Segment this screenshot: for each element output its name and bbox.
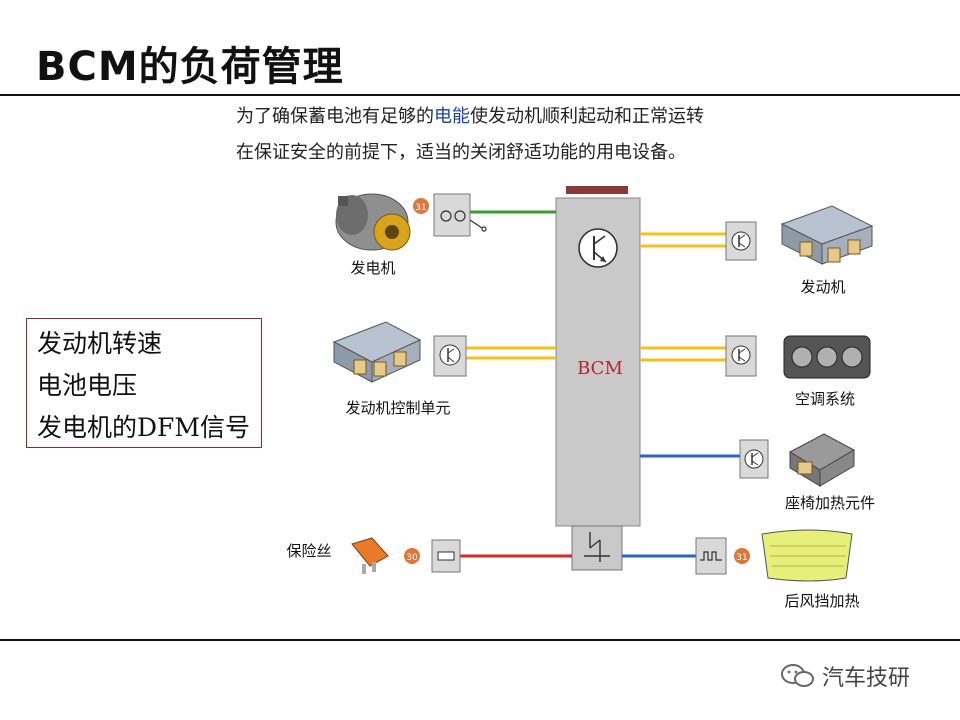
intro-line-2: 在保证安全的前提下，适当的关闭舒适功能的用电设备。: [236, 142, 686, 163]
generator-image: [335, 193, 411, 251]
svg-text:31: 31: [415, 203, 426, 213]
bcm-connector: [566, 186, 628, 194]
ac-control-panel-image: [783, 335, 871, 379]
relay-switch-icon: [584, 532, 610, 562]
input-battery-voltage: 电池电压: [37, 371, 138, 400]
bottom-rule: [0, 639, 960, 641]
bcm-transistor-icon: [578, 228, 618, 268]
slide-title: BCM的负荷管理: [36, 44, 344, 90]
seat-heater-module-image: [788, 433, 856, 487]
top-rule: [0, 94, 960, 96]
label-generator: 发电机: [350, 259, 395, 277]
wechat-icon: [781, 664, 814, 687]
fuse-image: [351, 537, 389, 574]
terminal-31-rear: 31: [734, 548, 750, 564]
engine-output-transistor-icon: [731, 231, 751, 251]
svg-text:30: 30: [406, 553, 418, 563]
input-signals-box: 发动机转速 电池电压 发电机的DFM信号: [26, 318, 262, 448]
fuse-symbol-icon: [437, 551, 455, 561]
intro-line-1: 为了确保蓄电池有足够的电能使发动机顺利起动和正常运转: [236, 106, 704, 127]
terminal-31-generator: 31: [413, 198, 429, 214]
label-rear-window-heater: 后风挡加热: [784, 592, 859, 610]
seat-heater-transistor-icon: [744, 449, 764, 469]
terminal-30: 30: [404, 548, 420, 564]
regulator-symbol-icon: [440, 210, 487, 232]
rear-window-image: [761, 529, 853, 582]
engine-ecu-image: [332, 321, 422, 383]
label-ac: 空调系统: [795, 390, 855, 408]
bcm-label: BCM: [577, 358, 623, 379]
label-engine-ecu: 发动机控制单元: [345, 399, 450, 417]
heater-element-icon: [700, 551, 722, 561]
engine-module-image: [780, 205, 874, 265]
label-engine: 发动机: [800, 278, 845, 296]
label-seat-heater: 座椅加热元件: [785, 494, 875, 512]
watermark-text: 汽车技研: [822, 666, 911, 691]
bcm-relay-box: [571, 525, 623, 571]
ecu-transistor-icon: [439, 344, 461, 366]
svg-text:31: 31: [736, 553, 747, 563]
watermark: 汽车技研: [780, 660, 910, 692]
generator-regulator-box: [433, 193, 471, 237]
rear-heater-box: [695, 537, 727, 575]
input-dfm-signal: 发电机的DFM信号: [37, 413, 250, 442]
ac-output-transistor-icon: [731, 345, 751, 365]
input-engine-speed: 发动机转速: [37, 329, 163, 358]
label-fuse: 保险丝: [286, 542, 331, 560]
